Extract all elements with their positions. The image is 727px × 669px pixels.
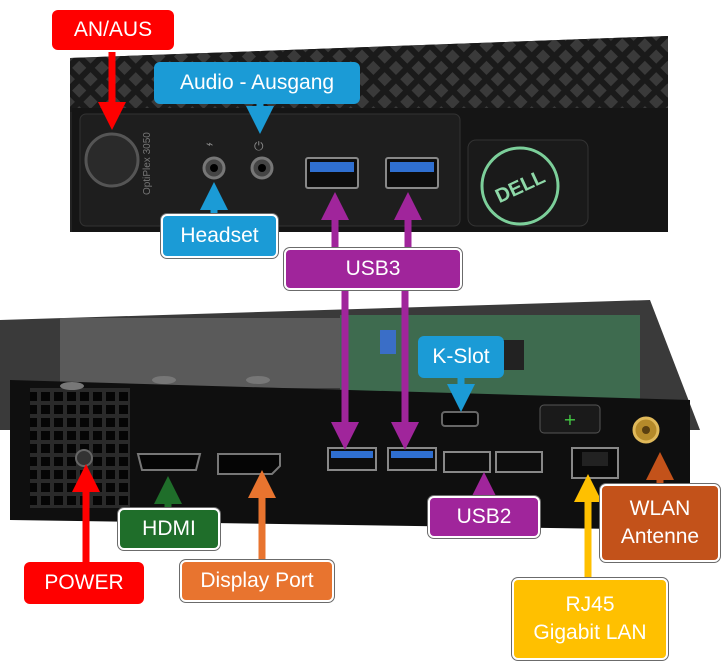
label-audio-ausgang: Audio - Ausgang <box>154 62 360 104</box>
model-text: OptiPlex 3050 <box>142 132 153 195</box>
label-usb3: USB3 <box>284 248 462 290</box>
label-usb2: USB2 <box>428 496 540 538</box>
label-wlan-line2: Antenne <box>620 525 700 548</box>
dell-logo <box>480 146 560 226</box>
label-display-port: Display Port <box>180 560 334 602</box>
rear-usb2-port-2 <box>495 451 543 473</box>
label-rj45: RJ45 Gigabit LAN <box>512 578 668 660</box>
label-headset: Headset <box>161 214 278 258</box>
hdmi-port-photo <box>136 453 202 471</box>
displayport-photo <box>217 453 281 475</box>
k-slot-photo <box>441 411 479 427</box>
label-an-aus: AN/AUS <box>52 10 174 50</box>
svg-text:⏻: ⏻ <box>254 139 264 153</box>
label-k-slot: K-Slot <box>418 336 504 378</box>
label-wlan-line1: WLAN <box>629 496 691 520</box>
svg-text:⌁: ⌁ <box>206 137 213 151</box>
label-power: POWER <box>24 562 144 604</box>
svg-text:+: + <box>563 410 576 429</box>
label-wlan-antenne: WLAN Antenne <box>600 484 720 562</box>
label-hdmi: HDMI <box>118 508 220 550</box>
rear-usb2-port-1 <box>443 451 491 473</box>
label-rj45-line2: Gigabit LAN <box>533 621 647 644</box>
power-button-photo <box>84 132 140 188</box>
label-rj45-line1: RJ45 <box>565 592 615 616</box>
